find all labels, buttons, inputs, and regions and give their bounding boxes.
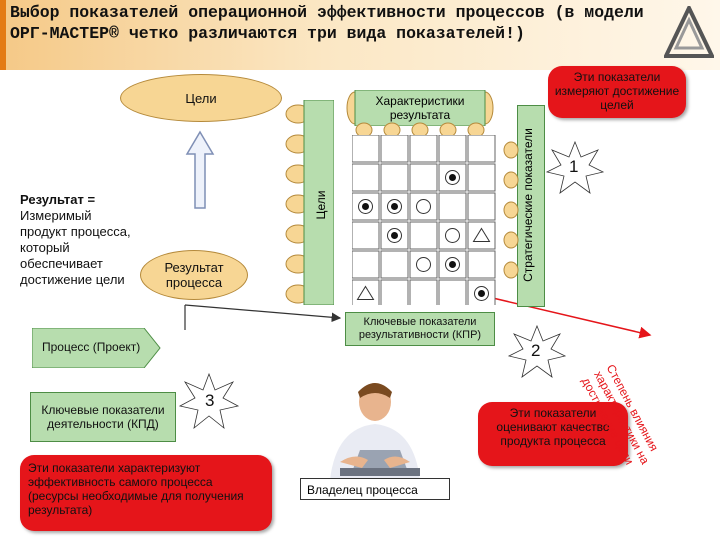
kpd-callout: Эти показатели характеризуют эффективнос… (20, 455, 272, 531)
matrix-cell (438, 221, 467, 250)
matrix-cell (352, 250, 380, 279)
goals-ellipse: Цели (120, 74, 282, 122)
matrix-cell (467, 163, 496, 192)
process-label: Процесс (Проект) (42, 340, 141, 354)
person-at-computer-icon (330, 383, 420, 480)
title-bar (0, 0, 720, 70)
matrix-cell (409, 163, 438, 192)
matrix-cell (352, 135, 380, 163)
process-shape: Процесс (Проект) (32, 328, 162, 368)
target-dot-icon (362, 203, 369, 210)
circle-mark-icon (416, 199, 431, 214)
title-accent-stripe (0, 0, 6, 70)
circle-mark-icon (445, 228, 460, 243)
matrix-cell (380, 250, 409, 279)
matrix-cell (352, 163, 380, 192)
target-dot-icon (391, 203, 398, 210)
target-dot-icon (391, 232, 398, 239)
impossible-triangle-logo-icon (664, 6, 714, 58)
matrix-top-bumps (355, 122, 485, 138)
goals-vertical-label: Цели (314, 190, 328, 220)
number-1-burst (546, 140, 604, 194)
triangle-mark-icon (356, 285, 375, 300)
strategic-indicators-bar (517, 105, 545, 307)
number-1: 1 (569, 157, 579, 176)
kpr-callout: Эти показатели оценивают качество продук… (478, 402, 628, 466)
matrix-cell (409, 221, 438, 250)
matrix-cell (467, 192, 496, 221)
result-characteristics-shape: Характеристики результата (345, 90, 495, 126)
page-title: Выбор показателей операционной эффективн… (10, 3, 644, 43)
kpd-box: Ключевые показатели деятельности (КПД) (30, 392, 176, 442)
result-label: Результат = (20, 192, 96, 207)
circle-mark-icon (416, 257, 431, 272)
target-dot-icon (449, 261, 456, 268)
target-dot-icon (449, 174, 456, 181)
kpr-label: Ключевые показатели результативности (КП… (345, 312, 495, 346)
kpi-matrix (352, 135, 496, 305)
matrix-cell (352, 221, 380, 250)
number-2: 2 (531, 341, 541, 360)
goals-gear-bar (285, 100, 334, 305)
process-owner-label: Владелец процесса (300, 478, 450, 500)
goals-callout: Эти показатели измеряют достижение целей (548, 66, 686, 118)
strategic-bar-bumps (503, 141, 519, 279)
matrix-cell (380, 279, 409, 305)
matrix-cell (467, 250, 496, 279)
target-dot-icon (478, 290, 485, 297)
matrix-cell (438, 279, 467, 305)
matrix-cell (409, 279, 438, 305)
number-3-burst (178, 372, 240, 430)
matrix-cell (409, 135, 438, 163)
number-2-burst (508, 324, 566, 378)
strategic-vertical-label: Стратегические показатели (521, 128, 535, 282)
matrix-cell (467, 135, 496, 163)
result-characteristics-label: Характеристики результата (375, 94, 465, 122)
matrix-cell (380, 163, 409, 192)
matrix-cell (438, 192, 467, 221)
result-process-ellipse: Результат процесса (140, 250, 248, 300)
number-3: 3 (205, 391, 215, 410)
result-definition: Измеримый продукт процесса, который обес… (20, 208, 131, 287)
triangle-mark-icon (472, 227, 491, 242)
matrix-cell (380, 135, 409, 163)
matrix-cell (438, 135, 467, 163)
up-arrow-icon (185, 130, 215, 209)
